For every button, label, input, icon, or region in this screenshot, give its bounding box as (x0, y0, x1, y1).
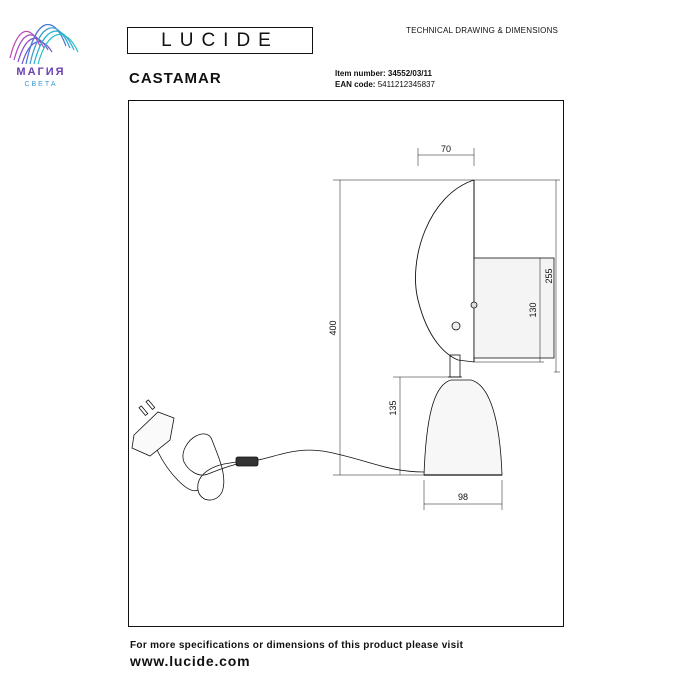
ean-code-value: 5411212345837 (377, 80, 435, 89)
dim-mount-height: 130 (528, 302, 538, 317)
dim-base-height: 135 (388, 400, 398, 415)
item-number-value: 34552/03/11 (387, 69, 432, 78)
ean-code: EAN code: 5411212345837 (335, 80, 435, 89)
product-name: CASTAMAR (129, 70, 222, 87)
dim-total-height: 400 (328, 320, 338, 335)
power-adapter (131, 411, 175, 457)
lamp-shade (415, 179, 475, 361)
mount-plate (473, 257, 555, 359)
lamp-base (423, 379, 503, 476)
document-title: TECHNICAL DRAWING & DIMENSIONS (406, 26, 559, 35)
item-number-label: Item number: (335, 69, 386, 78)
technical-drawing: 70 400 255 130 135 98 (131, 144, 560, 510)
footer-note: For more specifications or dimensions of… (130, 640, 464, 651)
power-cable (182, 433, 425, 501)
dim-shade-depth: 70 (441, 144, 451, 154)
watermark-name: МАГИЯ (16, 66, 66, 78)
brand-logo: LUCIDE (127, 27, 313, 54)
cable-switch (235, 456, 259, 467)
item-number: Item number: 34552/03/11 (335, 69, 432, 78)
dim-base-diameter: 98 (458, 492, 468, 502)
website-link[interactable]: www.lucide.com (130, 653, 251, 669)
drawing-frame (128, 100, 564, 627)
dim-head-height: 255 (544, 268, 554, 283)
watermark-subtitle: СВЕТА (24, 81, 58, 88)
watermark-logo (9, 23, 79, 65)
ean-code-label: EAN code: (335, 80, 376, 89)
